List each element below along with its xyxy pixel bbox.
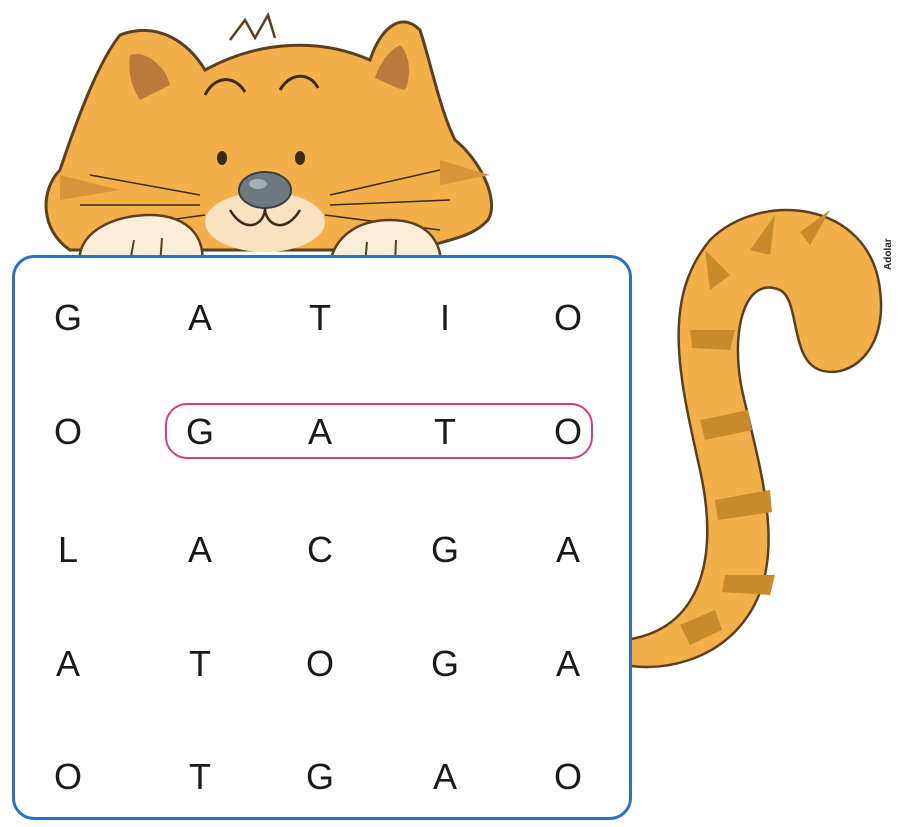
- grid-letter: O: [53, 411, 82, 452]
- grid-letter: O: [553, 411, 582, 452]
- grid-letter: T: [309, 297, 331, 338]
- grid-letter: G: [430, 529, 459, 570]
- grid-letter: G: [53, 297, 82, 338]
- grid-letter: A: [55, 643, 80, 684]
- grid-letter: G: [305, 756, 334, 797]
- grid-letter: O: [553, 756, 582, 797]
- grid-letter: C: [307, 529, 333, 570]
- found-word-highlight: [165, 403, 593, 459]
- grid-letter: A: [555, 643, 580, 684]
- grid-letter: T: [189, 756, 211, 797]
- grid-letter: O: [53, 756, 82, 797]
- grid-letter: O: [553, 297, 582, 338]
- grid-letter: L: [57, 529, 79, 570]
- grid-letter: A: [187, 529, 212, 570]
- grid-letter: I: [439, 297, 450, 338]
- grid-letter: T: [189, 643, 211, 684]
- grid-letter: G: [185, 411, 214, 452]
- cat-tail: [623, 208, 883, 669]
- grid-letter: A: [555, 529, 580, 570]
- artist-signature: Adolar: [883, 238, 894, 270]
- grid-letter: G: [430, 643, 459, 684]
- grid-letter: A: [432, 756, 457, 797]
- cat-head: [44, 11, 494, 252]
- grid-letter: T: [434, 411, 456, 452]
- grid-letter: A: [187, 297, 212, 338]
- grid-letter: A: [307, 411, 332, 452]
- grid-letter: O: [305, 643, 334, 684]
- word-search-board: [12, 255, 632, 820]
